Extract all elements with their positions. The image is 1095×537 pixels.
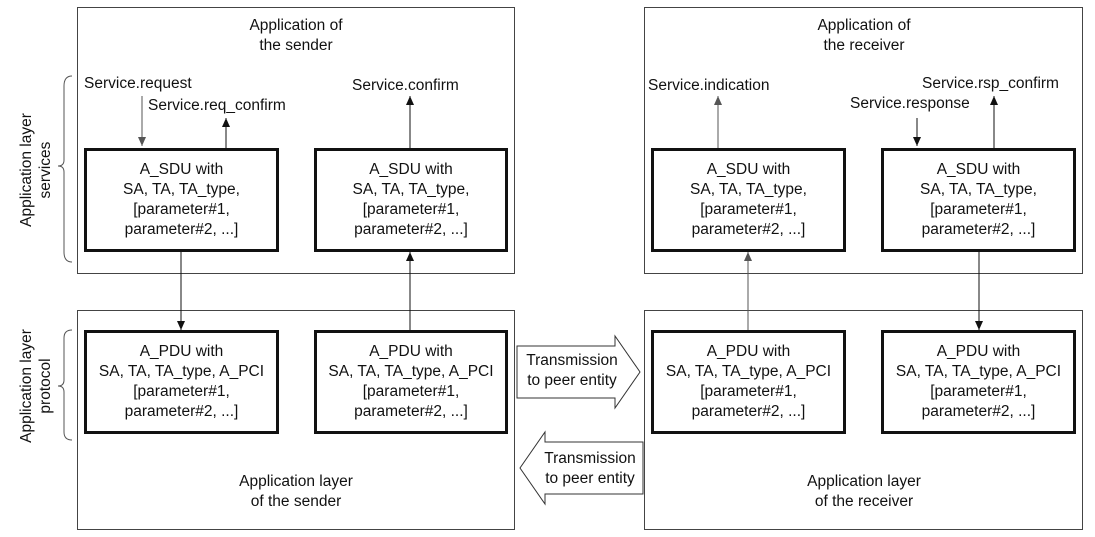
protocol-side-line2: protocol [37, 358, 54, 414]
protocol-brace [57, 329, 73, 441]
transmission-left-block-arrow [519, 430, 644, 506]
receiver-sdu-indication-box: A_SDU with SA, TA, TA_type, [parameter#1… [651, 148, 846, 252]
box-line: A_SDU with [369, 161, 453, 178]
box-line: parameter#2, ...] [354, 221, 468, 238]
transmission-to-sender-label: Transmission to peer entity [530, 449, 650, 489]
box-line: parameter#2, ...] [921, 221, 1036, 238]
protocol-side-line1: Application layer [18, 329, 35, 443]
box-line: A_SDU with [139, 161, 224, 178]
box-line: SA, TA, TA_type, [352, 181, 470, 198]
box-line: [parameter#1, [700, 383, 797, 400]
receiver-pdu-outgoing-box: A_PDU with SA, TA, TA_type, A_PCI [param… [881, 330, 1076, 434]
box-line: parameter#2, ...] [124, 403, 239, 420]
services-side-label: Application layer services [17, 85, 57, 255]
service-response-label: Service.response [850, 95, 970, 112]
receiver-layer-label-line1: Application layer [807, 473, 921, 490]
receiver-sdu-response-box: A_SDU with SA, TA, TA_type, [parameter#1… [881, 148, 1076, 252]
box-line: A_PDU with [139, 343, 224, 360]
box-line: SA, TA, TA_type, [690, 181, 807, 198]
protocol-side-label: Application layer protocol [17, 301, 57, 471]
box-line: parameter#2, ...] [691, 221, 806, 238]
transmission-left-line1: Transmission [544, 450, 636, 467]
box-line: SA, TA, TA_type, A_PCI [665, 363, 832, 380]
box-line: [parameter#1, [930, 201, 1027, 218]
receiver-layer-label-line2: of the receiver [814, 493, 914, 510]
sender-pdu-outgoing-box: A_PDU with SA, TA, TA_type, A_PCI [param… [84, 330, 279, 434]
box-line: A_PDU with [369, 343, 453, 360]
receiver-layer-label: Application layer of the receiver [764, 472, 964, 512]
sender-layer-label-line1: Application layer [239, 473, 353, 490]
box-line: A_PDU with [706, 343, 791, 360]
receiver-app-title-line1: Application of [817, 17, 911, 34]
sender-app-title-line2: the sender [259, 37, 333, 54]
sender-app-title: Application of the sender [216, 16, 376, 56]
box-line: [parameter#1, [362, 201, 460, 218]
sender-pdu-incoming-box: A_PDU with SA, TA, TA_type, A_PCI [param… [314, 330, 508, 434]
transmission-to-receiver-label: Transmission to peer entity [512, 351, 632, 391]
box-line: A_SDU with [706, 161, 791, 178]
box-line: [parameter#1, [133, 383, 230, 400]
box-line: SA, TA, TA_type, [920, 181, 1037, 198]
sender-app-title-line1: Application of [249, 17, 343, 34]
service-indication-label: Service.indication [648, 77, 770, 94]
services-side-line1: Application layer [18, 113, 35, 227]
box-line: parameter#2, ...] [354, 403, 468, 420]
sender-layer-label-line2: of the sender [250, 493, 342, 510]
service-req-confirm-label: Service.req_confirm [148, 97, 286, 114]
box-line: parameter#2, ...] [921, 403, 1036, 420]
receiver-app-title-line2: the receiver [823, 37, 905, 54]
transmission-right-line2: to peer entity [527, 372, 617, 389]
receiver-pdu-incoming-box: A_PDU with SA, TA, TA_type, A_PCI [param… [651, 330, 846, 434]
box-line: [parameter#1, [133, 201, 230, 218]
box-line: SA, TA, TA_type, A_PCI [328, 363, 494, 380]
transmission-left-line2: to peer entity [545, 470, 635, 487]
receiver-app-title: Application of the receiver [784, 16, 944, 56]
box-line: SA, TA, TA_type, A_PCI [895, 363, 1062, 380]
service-confirm-label: Service.confirm [352, 77, 459, 94]
transmission-right-line1: Transmission [526, 352, 618, 369]
sender-layer-label: Application layer of the sender [196, 472, 396, 512]
sender-sdu-confirm-box: A_SDU with SA, TA, TA_type, [parameter#1… [314, 148, 508, 252]
box-line: SA, TA, TA_type, A_PCI [98, 363, 265, 380]
services-brace [57, 75, 73, 263]
box-line: [parameter#1, [362, 383, 460, 400]
box-line: SA, TA, TA_type, [123, 181, 240, 198]
box-line: A_PDU with [936, 343, 1021, 360]
box-line: parameter#2, ...] [124, 221, 239, 238]
service-rsp-confirm-label: Service.rsp_confirm [922, 75, 1059, 92]
service-request-label: Service.request [84, 75, 192, 92]
box-line: [parameter#1, [930, 383, 1027, 400]
box-line: [parameter#1, [700, 201, 797, 218]
services-side-line2: services [37, 141, 54, 199]
box-line: parameter#2, ...] [691, 403, 806, 420]
sender-sdu-request-box: A_SDU with SA, TA, TA_type, [parameter#1… [84, 148, 279, 252]
box-line: A_SDU with [936, 161, 1021, 178]
transmission-right-block-arrow [516, 334, 641, 410]
